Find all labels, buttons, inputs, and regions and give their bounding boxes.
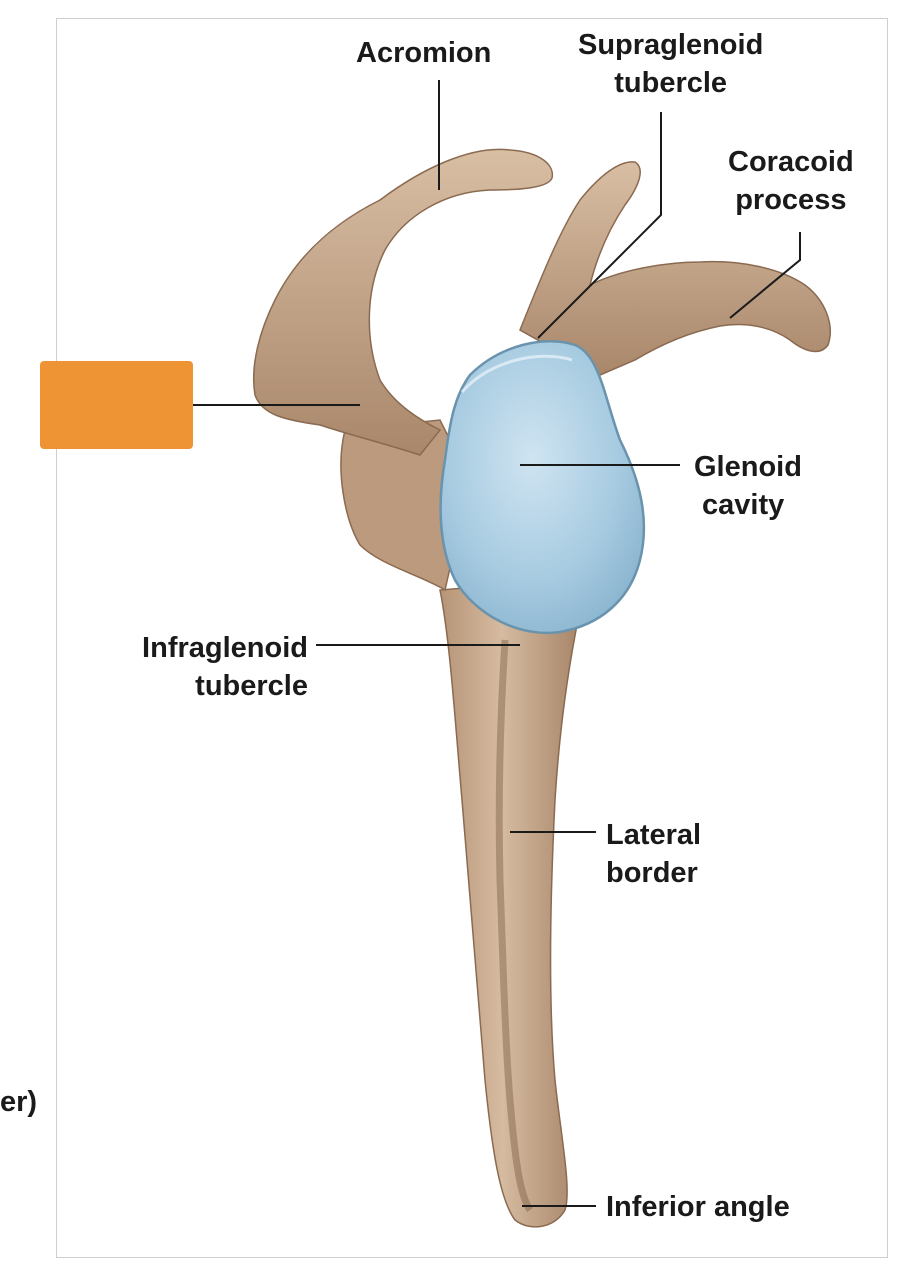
cut-off-label: er) (0, 1086, 38, 1118)
lateral-border-ridge (495, 639, 534, 1212)
lateral-border-label: Lateral border (606, 819, 702, 889)
coracoid-process-shape (519, 161, 831, 376)
coracoid-leader (729, 232, 801, 319)
hidden-label-box[interactable] (40, 361, 193, 449)
supraglenoid-leader (537, 112, 662, 339)
glenoid-cavity-label: Glenoid cavity (694, 451, 802, 521)
inferior-angle-label: Inferior angle (606, 1191, 790, 1223)
glenoid-rim (460, 354, 573, 393)
acromion-shape (252, 148, 554, 456)
supraglenoid-tubercle-label: Supraglenoid tubercle (578, 29, 764, 99)
scapular-body-shape (340, 419, 471, 592)
infraglenoid-tubercle-label: Infraglenoid tubercle (142, 632, 308, 702)
glenoid-cavity-shape (439, 340, 646, 635)
coracoid-process-label: Coracoid process (728, 146, 854, 216)
acromion-label: Acromion (356, 37, 492, 69)
lateral-border-shape (439, 579, 579, 1228)
